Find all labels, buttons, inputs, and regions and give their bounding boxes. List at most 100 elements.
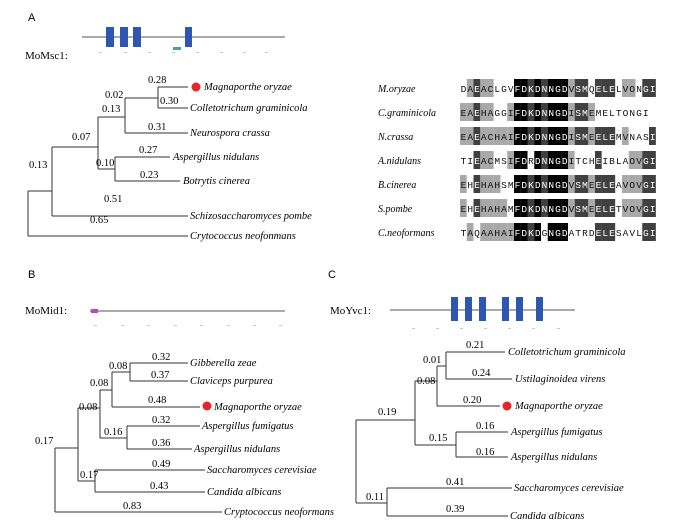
residue-shading <box>520 199 528 217</box>
panel-b-tree: 0.32 Gibberella zeae 0.08 0.37 Claviceps… <box>35 352 334 518</box>
alignment-row: EAEHAGGIFDKDNNGDISMEMELTONGI <box>460 103 650 121</box>
residue-shading <box>514 79 521 97</box>
transmembrane-domain <box>502 297 509 321</box>
alignment-sequence-name: C.graminicola <box>378 108 436 119</box>
residue-shading <box>527 175 535 193</box>
residue-shading <box>628 223 636 241</box>
branch-length-label: 0.65 <box>90 215 108 226</box>
residue-shading <box>460 127 467 145</box>
scale-ticks <box>99 52 268 53</box>
residue-shading <box>649 199 656 217</box>
residue-shading <box>622 223 629 241</box>
residue-shading <box>520 127 528 145</box>
residue-shading <box>581 199 589 217</box>
residue-shading <box>527 223 535 241</box>
branch-length-label: 0.28 <box>148 75 166 86</box>
residue-shading <box>554 175 562 193</box>
branch-length-label: 0.08 <box>90 378 108 389</box>
residue-shading <box>480 175 488 193</box>
residue-shading <box>642 127 650 145</box>
residue-shading <box>649 151 656 169</box>
branch-length-label: 0.24 <box>472 368 491 379</box>
residue-shading <box>588 127 596 145</box>
taxon-label: Botrytis cinerea <box>183 176 250 187</box>
residue-shading <box>561 223 569 241</box>
residue-shading <box>622 151 629 169</box>
residue-shading <box>622 79 629 97</box>
branch-length-label: 0.16 <box>476 421 494 432</box>
residue-shading <box>581 175 589 193</box>
residue-shading <box>588 223 596 241</box>
residue-shading <box>520 223 528 241</box>
residue-shading <box>500 223 508 241</box>
residue-shading <box>473 127 481 145</box>
residue-shading <box>554 151 562 169</box>
residue-shading <box>588 175 596 193</box>
alignment-sequence: EAEACHAIFDKDNNGDISMEELEMVNASI <box>461 132 656 143</box>
residue-shading <box>622 103 629 121</box>
residue-shading <box>534 103 542 121</box>
taxon-label: Saccharomyces cerevisiae <box>514 483 624 494</box>
residue-shading <box>527 151 535 169</box>
taxon-label: Cryptococcus neoformans <box>224 507 334 518</box>
residue-shading <box>601 79 609 97</box>
residue-shading <box>480 151 488 169</box>
branch-length-label: 0.17 <box>35 436 53 447</box>
residue-shading <box>574 103 582 121</box>
residue-shading <box>473 175 481 193</box>
ef-hand-domain <box>185 27 192 47</box>
alignment-row: TAQAAHAIFDKDGNGDATRDELESAVLGI <box>460 223 656 241</box>
branch-length-label: 0.01 <box>423 355 441 366</box>
residue-shading <box>507 175 515 193</box>
residue-shading <box>493 223 501 241</box>
residue-shading <box>554 127 562 145</box>
residue-shading <box>615 79 623 97</box>
branch-length-label: 0.32 <box>152 352 170 363</box>
residue-shading <box>466 151 474 169</box>
branch-length-label: 0.08 <box>417 376 435 387</box>
residue-shading <box>507 223 515 241</box>
residue-shading <box>534 199 542 217</box>
residue-shading <box>534 79 542 97</box>
residue-shading <box>574 151 582 169</box>
transmembrane-domain <box>536 297 543 321</box>
residue-shading <box>487 79 494 97</box>
taxon-label: Claviceps purpurea <box>190 376 273 387</box>
residue-shading <box>520 151 528 169</box>
residue-shading <box>628 151 636 169</box>
alignment-row: TIEACMSIFDRDNNGDITCHEIBLAOVGI <box>460 151 656 169</box>
residue-shading <box>493 79 501 97</box>
panel-b-label: B <box>28 269 35 281</box>
transmembrane-domain <box>479 297 486 321</box>
taxon-label: Aspergillus nidulans <box>510 452 597 463</box>
residue-shading <box>608 127 616 145</box>
alignment-sequence: EHEHAHSMFDKDNNGDVSMEELEAVOVGI <box>461 180 656 191</box>
alignment-sequence: EAEHAGGIFDKDNNGDISMEMELTONGI <box>461 108 649 119</box>
residue-shading <box>649 175 656 193</box>
residue-shading <box>473 151 481 169</box>
residue-shading <box>460 199 467 217</box>
residue-shading <box>547 103 555 121</box>
residue-shading <box>493 151 501 169</box>
residue-shading <box>595 175 602 193</box>
signal-peptide-marker <box>91 309 98 313</box>
residue-shading <box>487 223 494 241</box>
highlight-dot <box>502 401 512 411</box>
taxon-label: Magnaporthe oryzae <box>514 401 603 412</box>
residue-shading <box>541 199 548 217</box>
panel-a-label: A <box>28 12 36 24</box>
residue-shading <box>568 127 575 145</box>
transmembrane-domain <box>465 297 472 321</box>
residue-shading <box>642 199 650 217</box>
residue-shading <box>541 175 548 193</box>
residue-shading <box>649 79 656 97</box>
branch-length-label: 0.32 <box>152 415 170 426</box>
branch-length-label: 0.30 <box>160 96 178 107</box>
residue-shading <box>466 175 474 193</box>
panel-b-domain-diagram <box>90 309 285 326</box>
residue-shading <box>568 199 575 217</box>
alignment-sequence: EHEHAHAMFDKDNNGDVSMEELETVOVGI <box>461 204 656 215</box>
residue-shading <box>642 151 650 169</box>
scale-ticks <box>94 325 282 326</box>
residue-shading <box>554 223 562 241</box>
